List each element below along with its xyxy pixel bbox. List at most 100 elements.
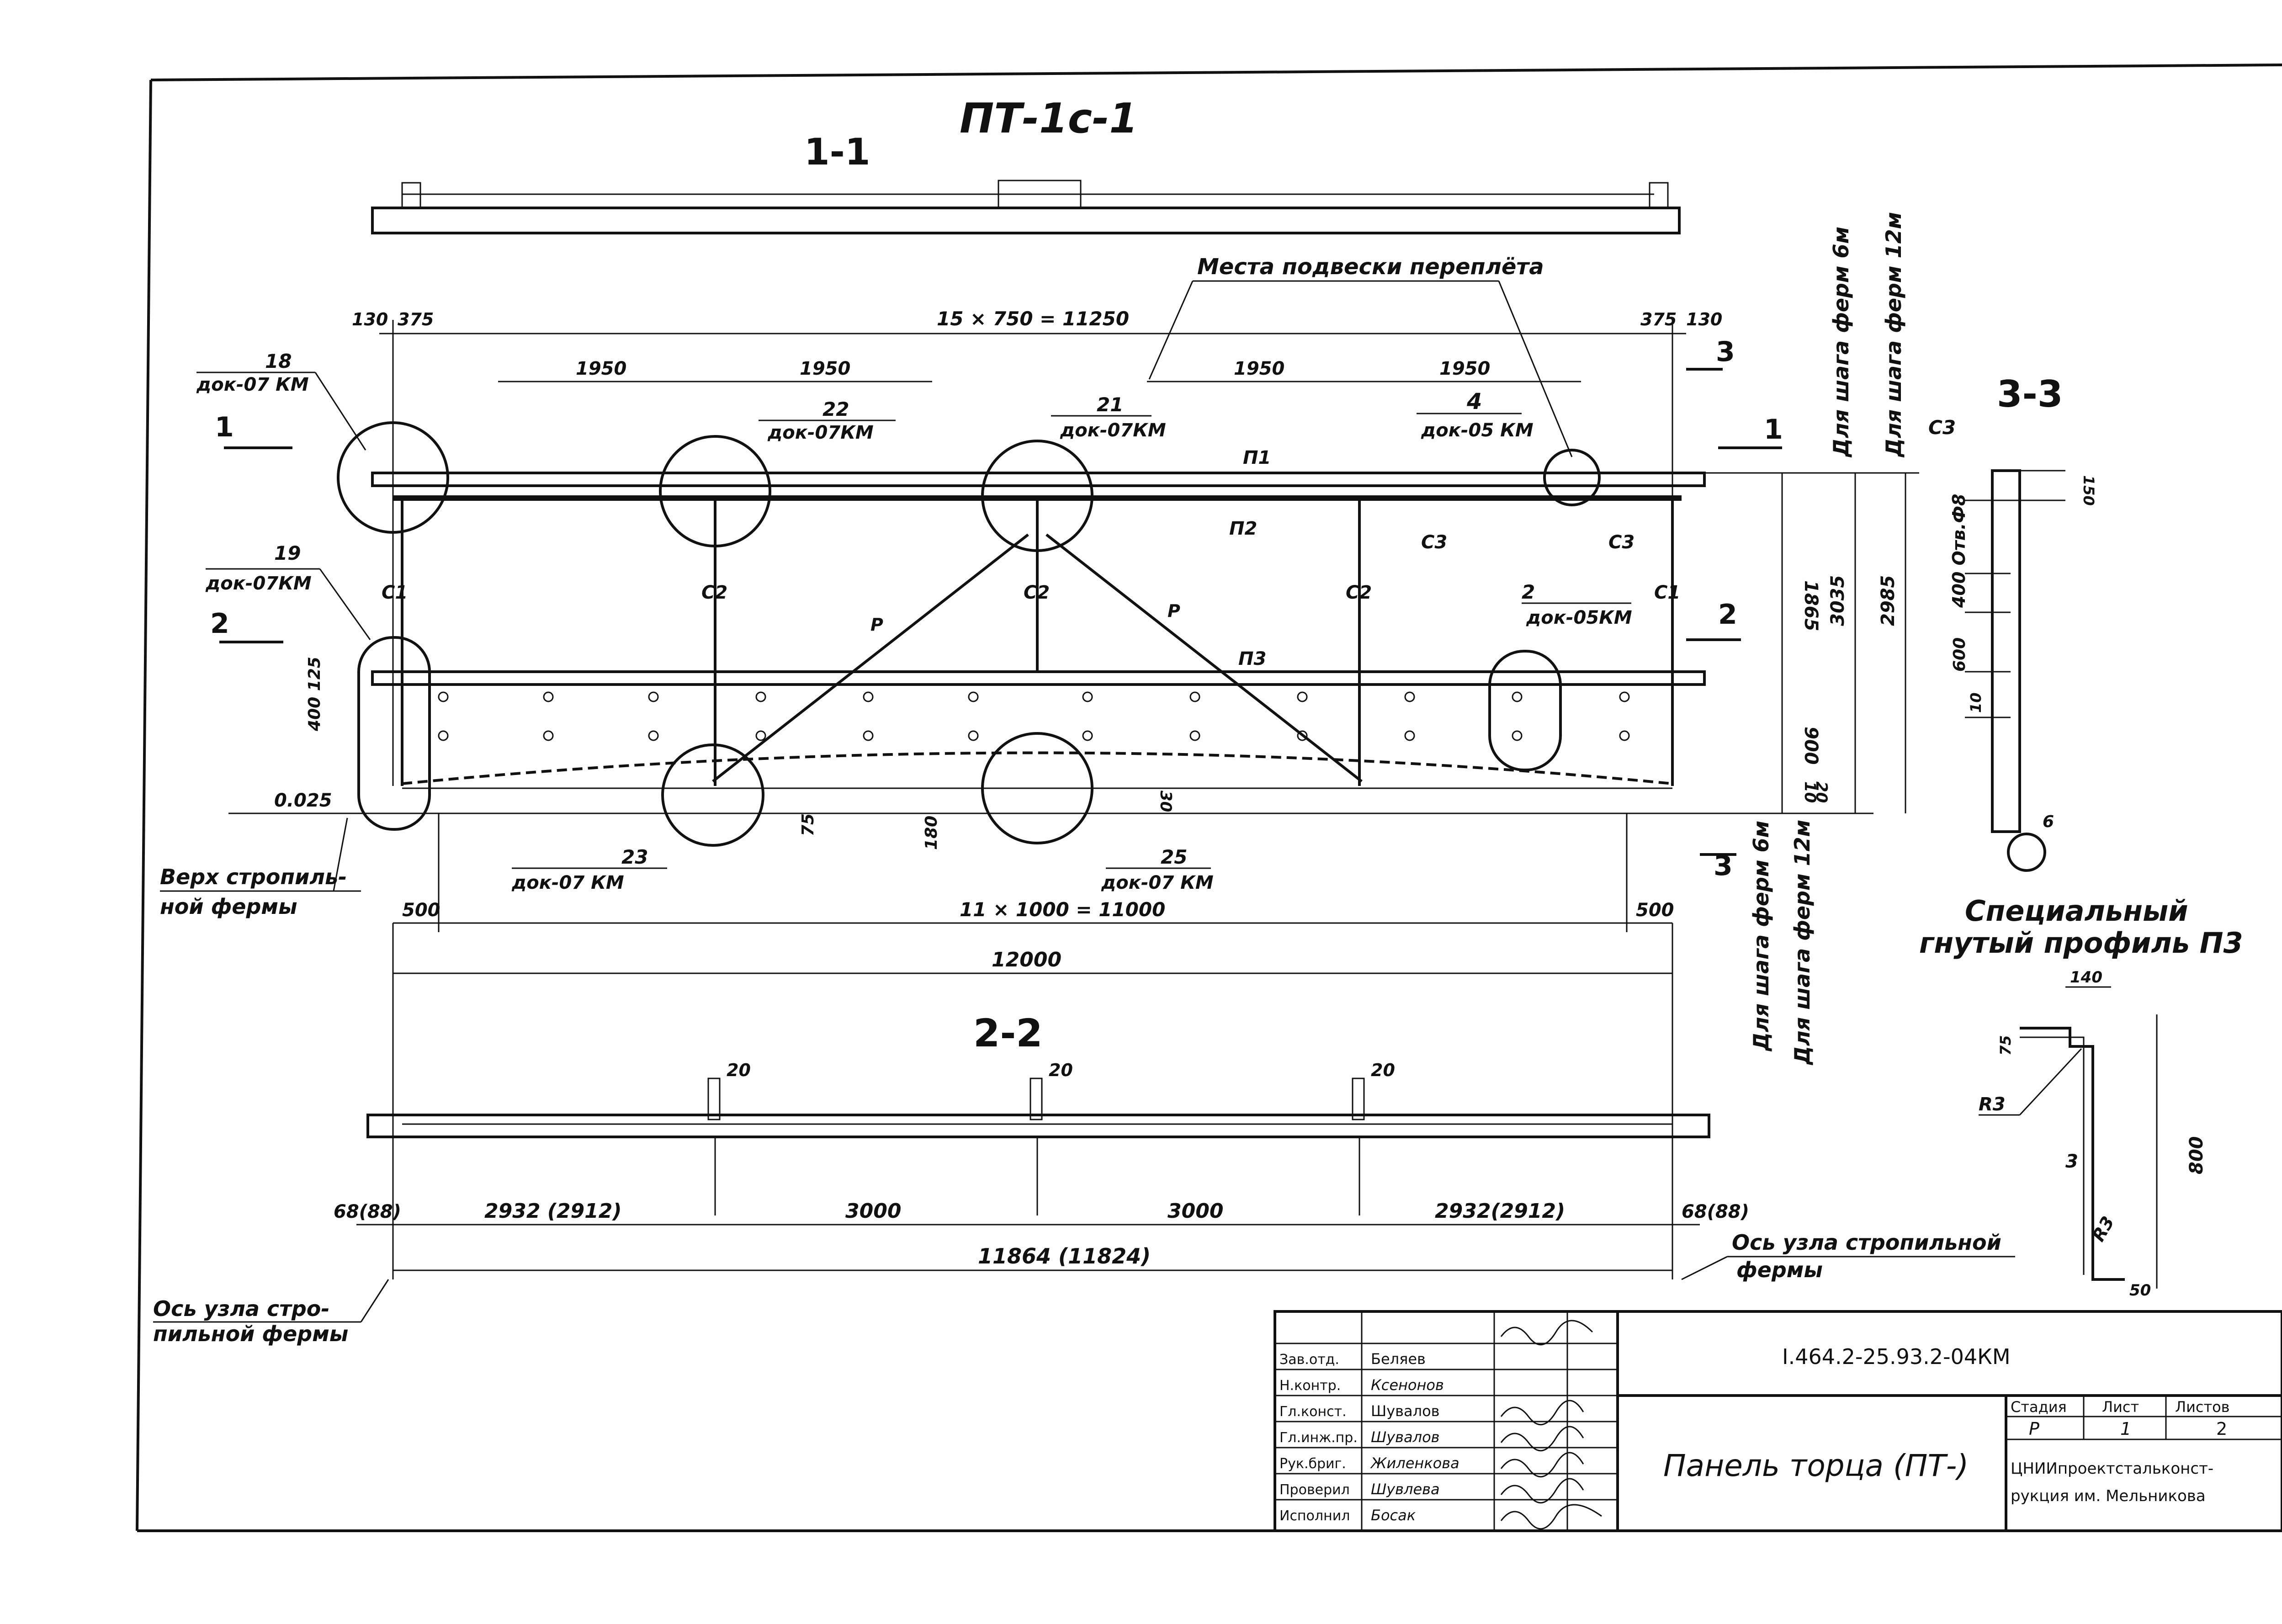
- dim-400-125: 400 125: [305, 657, 324, 732]
- member-c1-right: С1: [1654, 582, 1680, 603]
- member-c2-c: С2: [1346, 582, 1372, 603]
- profile-b50: 50: [2129, 1281, 2151, 1300]
- s22-d20-a: 20: [727, 1060, 751, 1080]
- profile-r3-top: R3: [1979, 1094, 2006, 1115]
- cut-3-top: 3: [1716, 336, 1735, 368]
- callout-22-doc: док-07КМ: [767, 422, 874, 443]
- callout-2-doc: док-05КМ: [1526, 607, 1632, 628]
- s22-left-end: 68(88): [334, 1201, 401, 1222]
- role-name-2: Шувалов: [1371, 1402, 1440, 1420]
- callout-25-doc: док-07 КМ: [1101, 872, 1214, 893]
- s22-seg4: 2932(2912): [1435, 1199, 1565, 1223]
- member-r-left: Р: [870, 615, 883, 635]
- org-line2: рукция им. Мельникова: [2011, 1487, 2206, 1505]
- s22-d20-c: 20: [1371, 1060, 1395, 1080]
- dim-1950-d: 1950: [1439, 358, 1490, 379]
- member-p1: П1: [1243, 447, 1271, 468]
- title-code: I.464.2-25.93.2-04КМ: [1782, 1344, 2011, 1369]
- role-4: Рук.бриг.: [1279, 1456, 1346, 1472]
- dim-2985: 2985: [1878, 575, 1899, 626]
- sheets-header: Листов: [2175, 1398, 2230, 1416]
- s33-d600: 600: [1950, 637, 1969, 672]
- member-p2: П2: [1229, 518, 1257, 539]
- callout-22-num: 22: [823, 398, 849, 420]
- callout-circles: [337, 421, 1601, 847]
- cut-1-left: 1: [215, 411, 234, 443]
- section-2-2-beam: 20 20 20 68(88) 2932 (2912) 3000 3000 29…: [334, 1060, 1749, 1271]
- s22-right-end: 68(88): [1682, 1201, 1749, 1222]
- title-block: [1274, 1310, 2282, 1532]
- node-axis-left-line2: пильной фермы: [153, 1321, 348, 1346]
- member-c3-b: С3: [1608, 532, 1635, 553]
- role-name-4: Жиленкова: [1370, 1454, 1459, 1472]
- member-c2-b: С2: [1024, 582, 1050, 603]
- dim-span-11250: 15 × 750 = 11250: [937, 308, 1129, 330]
- s33-d6: 6: [2043, 812, 2054, 831]
- callout-labels: 18 док-07 КМ 22 док-07КМ 21 док-07КМ 4 д…: [196, 350, 1632, 893]
- slope-label: 0.025: [274, 790, 332, 811]
- dim-900: 900: [1800, 727, 1821, 765]
- drawing-title: ПТ-1с-1: [960, 95, 1138, 143]
- callout-21-num: 21: [1097, 393, 1123, 416]
- truss-top-line2: ной фермы: [160, 894, 297, 919]
- dim-375-right: 375: [1640, 309, 1677, 329]
- role-1: Н.контр.: [1279, 1378, 1341, 1394]
- role-3: Гл.инж.пр.: [1279, 1430, 1358, 1446]
- profile-w140: 140: [2070, 968, 2102, 987]
- org-line1: ЦНИИпроектстальконст-: [2011, 1459, 2213, 1478]
- top-dimensions: 130 375 15 × 750 = 11250 375 130 1950 19…: [352, 308, 1722, 786]
- dim-1865: 1865: [1800, 580, 1821, 631]
- vertical-dimensions: 1865 900 3035 2985 10 20 75 180 30 400 1…: [305, 472, 1919, 850]
- callout-23-num: 23: [621, 846, 648, 868]
- section-1-1-title: 1-1: [804, 131, 870, 173]
- cut-2-left: 2: [210, 608, 229, 640]
- dim-500-left: 500: [402, 900, 440, 921]
- top-plan-strip: [371, 180, 1681, 234]
- callout-21-doc: док-07КМ: [1060, 420, 1166, 441]
- truss-top-line1: Верх стропиль-: [160, 865, 347, 889]
- member-r-right: Р: [1168, 601, 1180, 621]
- cut-2-right: 2: [1718, 599, 1737, 631]
- member-p3: П3: [1238, 648, 1266, 669]
- s33-holes: 400 Отв.Ф8: [1949, 494, 1969, 609]
- s22-seg3: 3000: [1168, 1199, 1223, 1223]
- profile-d75: 75: [1997, 1035, 2014, 1056]
- callout-18-num: 18: [265, 350, 292, 372]
- dim-130-right: 130: [1686, 309, 1722, 329]
- s33-c3: С3: [1928, 416, 1956, 439]
- dim-1950-b: 1950: [800, 358, 850, 379]
- callout-19-doc: док-07КМ: [205, 573, 312, 594]
- sheet-header: Лист: [2102, 1398, 2139, 1416]
- cut-marks: 1 1 2 2 3 3: [210, 336, 1783, 882]
- dim-10: 10: [1801, 781, 1819, 803]
- section-3-3-detail: С3 150 400 Отв.Ф8 600 10 6: [1928, 416, 2097, 872]
- role-0: Зав.отд.: [1279, 1352, 1339, 1368]
- section-3-3-title: 3-3: [1997, 373, 2063, 415]
- dim-total-12000: 12000: [992, 948, 1061, 971]
- step-12-lower: Для шага ферм 12м: [1790, 820, 1815, 1066]
- cut-1-right: 1: [1764, 414, 1783, 446]
- dim-500-right: 500: [1636, 900, 1674, 921]
- profile-h800: 800: [2186, 1136, 2207, 1175]
- dim-30: 30: [1157, 791, 1175, 812]
- s22-total: 11864 (11824): [978, 1244, 1151, 1268]
- section-2-2-title: 2-2: [973, 1011, 1043, 1056]
- stage-value: Р: [2029, 1419, 2039, 1439]
- dim-1950-a: 1950: [576, 358, 626, 379]
- callout-4-num: 4: [1466, 389, 1482, 414]
- dim-75: 75: [799, 813, 817, 836]
- sheet-value: 1: [2120, 1419, 2131, 1439]
- callout-2-num: 2: [1522, 581, 1535, 603]
- node-axis-left-line1: Ось узла стро-: [153, 1296, 330, 1321]
- member-c2-a: С2: [701, 582, 727, 603]
- bottom-dimensions: 500 11 × 1000 = 11000 500 12000: [392, 813, 1674, 1279]
- callout-23-doc: док-07 КМ: [511, 872, 624, 893]
- callout-25-num: 25: [1161, 846, 1187, 868]
- special-profile-line1: Специальный: [1965, 894, 2188, 928]
- signatures: [1500, 1320, 1602, 1530]
- role-2: Гл.конст.: [1279, 1404, 1347, 1420]
- role-name-6: Босак: [1371, 1507, 1416, 1524]
- role-6: Исполнил: [1279, 1508, 1350, 1524]
- member-c3-a: С3: [1421, 532, 1447, 553]
